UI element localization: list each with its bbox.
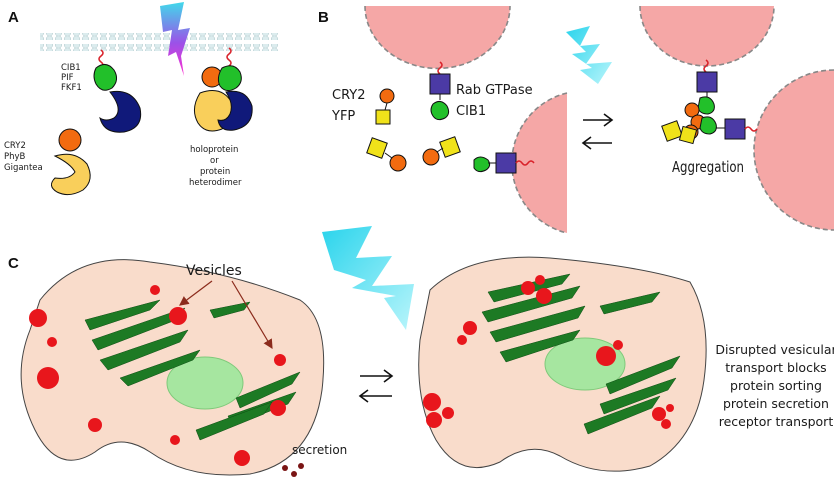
label-b-cib1: CIB1 <box>456 104 486 119</box>
equilibrium-arrows-c <box>358 369 394 403</box>
label-or: or <box>210 156 219 166</box>
equilibrium-arrows-b <box>581 113 614 150</box>
receptor-unbound <box>93 49 142 133</box>
blue-light-beam-c-icon <box>322 226 414 330</box>
partner-unbound <box>51 128 91 196</box>
cell-right <box>418 256 707 472</box>
outcome-line-1: Disrupted vesicular <box>715 342 834 357</box>
vesicles-right-clustered <box>423 275 674 429</box>
blue-light-beam-icon <box>160 2 190 76</box>
label-protein: protein <box>200 167 230 177</box>
aggregate-cluster <box>661 59 758 145</box>
panel-a: A CIB1 PIF FKF1 CRY2 PhyB Gigantea <box>4 2 278 196</box>
label-cry2: CRY2 <box>4 141 26 151</box>
label-aggregation: Aggregation <box>672 158 744 176</box>
partner-labels: CRY2 PhyB Gigantea <box>4 141 43 173</box>
compartment-right-right <box>754 70 834 230</box>
label-vesicles: Vesicles <box>186 263 242 279</box>
heterodimer-complex <box>194 47 253 132</box>
panel-c: C <box>8 226 834 477</box>
heterodimer-labels: holoprotein or protein heterodimer <box>189 145 242 188</box>
rab-cib1-top <box>429 61 451 121</box>
outcome-line-4: protein secretion <box>723 396 829 411</box>
blue-light-beam-b-icon <box>566 26 612 84</box>
outcome-line-5: receptor transport <box>719 414 834 429</box>
panel-b: B Rab GTPase CIB1 CRY2 YFP <box>318 5 834 234</box>
label-secretion: secretion <box>292 443 347 457</box>
free-cry2-yfp <box>366 136 461 172</box>
label-gigantea: Gigantea <box>4 163 43 173</box>
label-fkf1: FKF1 <box>61 83 82 93</box>
panel-b-letter: B <box>318 9 329 26</box>
panel-c-letter: C <box>8 255 19 272</box>
label-holoprotein: holoprotein <box>190 145 238 155</box>
cry2-yfp-legend <box>375 88 395 125</box>
label-cib1: CIB1 <box>61 63 81 73</box>
cell-left <box>20 259 325 477</box>
outcome-line-2: transport blocks <box>725 360 826 375</box>
receptor-labels: CIB1 PIF FKF1 <box>61 63 82 93</box>
compartment-right-left <box>511 93 567 233</box>
outcome-line-3: protein sorting <box>730 378 822 393</box>
compartment-top-right <box>640 6 774 66</box>
rab-cib1-right <box>473 152 535 174</box>
vesicles-pointer-arrows <box>179 280 273 350</box>
vesicles-left <box>29 285 286 466</box>
plasma-membrane <box>40 33 278 51</box>
label-phyb: PhyB <box>4 152 26 162</box>
panel-a-letter: A <box>8 9 19 26</box>
label-rab-gtpase: Rab GTPase <box>456 83 533 98</box>
secretion-dots <box>282 463 304 477</box>
compartment-top-left <box>365 6 510 69</box>
label-b-cry2: CRY2 <box>332 88 366 103</box>
golgi-right <box>481 273 681 435</box>
label-pif: PIF <box>61 73 74 83</box>
label-heterodimer: heterodimer <box>189 178 242 188</box>
label-yfp: YFP <box>331 109 355 124</box>
golgi-left <box>84 299 301 441</box>
nucleus-left <box>166 356 244 410</box>
outcome-text: Disrupted vesicular transport blocks pro… <box>715 342 834 429</box>
